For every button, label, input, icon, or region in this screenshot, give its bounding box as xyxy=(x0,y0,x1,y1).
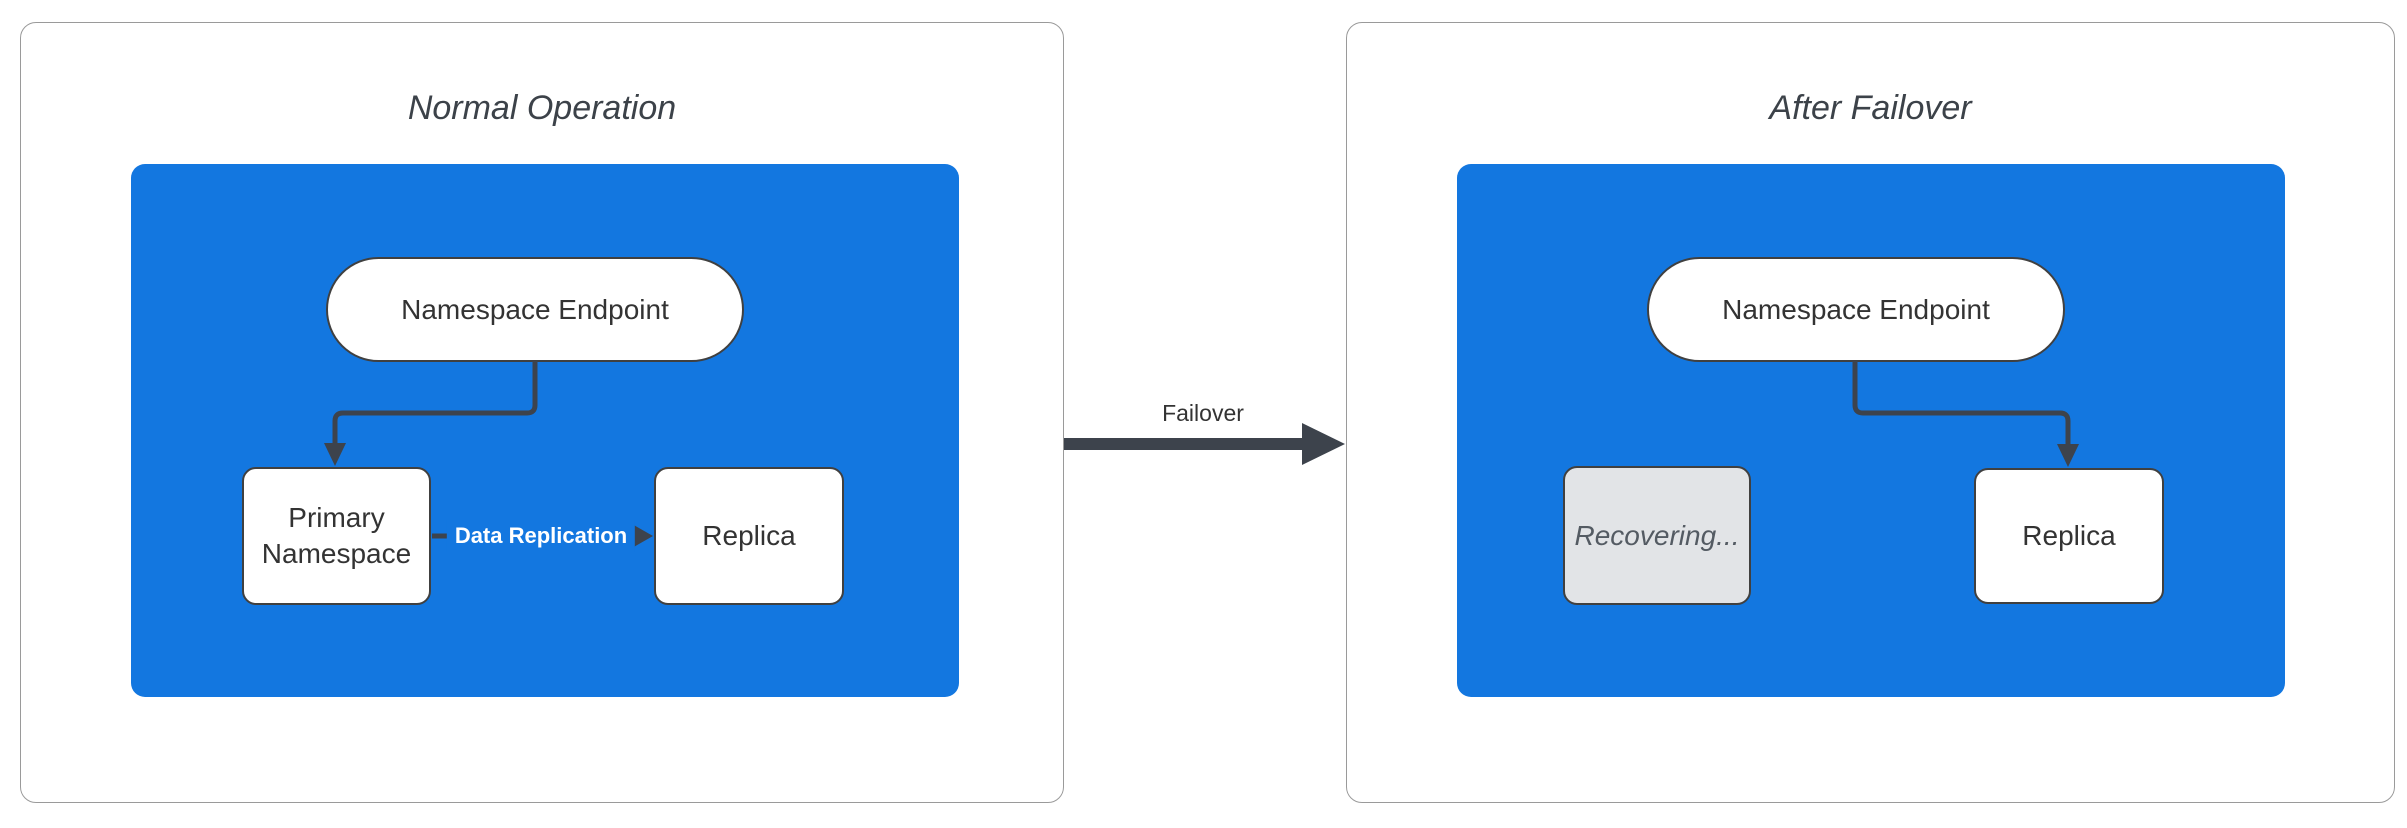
data-replication-label: Data Replication xyxy=(446,520,636,552)
namespace-cluster-failover xyxy=(1457,164,2285,697)
panel-title-after-failover: After Failover xyxy=(1769,89,1972,127)
recovering-node: Recovering... xyxy=(1563,466,1751,605)
panel-after-failover: After Failover Namespace Endpoint Recove… xyxy=(1346,22,2395,803)
primary-namespace-node: Primary Namespace xyxy=(242,467,431,605)
panel-title-normal-operation: Normal Operation xyxy=(407,89,677,127)
replica-node-failover: Replica xyxy=(1974,468,2164,604)
failover-arrowhead-icon xyxy=(1302,423,1345,465)
panel-normal-operation: Normal Operation Namespace Endpoint Prim… xyxy=(20,22,1064,803)
replica-node-normal: Replica xyxy=(654,467,844,605)
namespace-endpoint-node-failover: Namespace Endpoint xyxy=(1647,257,2065,362)
namespace-endpoint-node-normal: Namespace Endpoint xyxy=(326,257,744,362)
primary-namespace-label: Primary Namespace xyxy=(261,502,412,569)
replica-label-failover: Replica xyxy=(2022,520,2116,552)
failover-label: Failover xyxy=(1162,400,1244,426)
namespace-cluster-normal xyxy=(131,164,959,697)
replica-label-normal: Replica xyxy=(702,520,796,552)
namespace-endpoint-label: Namespace Endpoint xyxy=(401,293,669,325)
namespace-endpoint-label-failover: Namespace Endpoint xyxy=(1722,293,1990,325)
recovering-label: Recovering... xyxy=(1574,519,1740,551)
